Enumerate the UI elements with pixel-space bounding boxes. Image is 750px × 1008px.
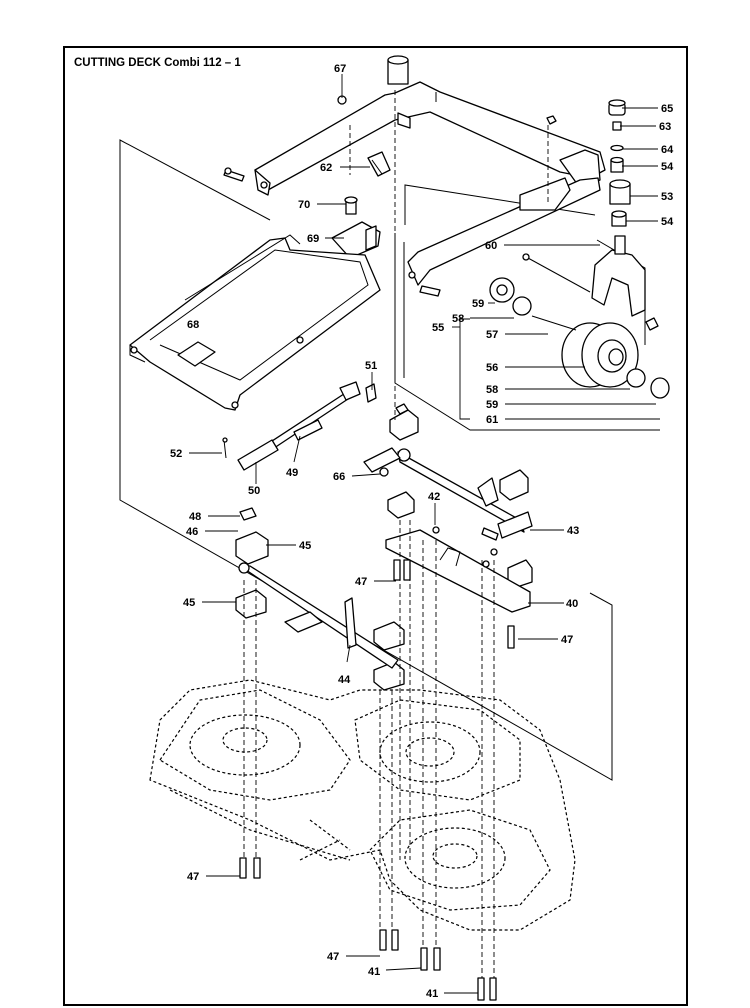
bolt-top-left <box>223 167 245 182</box>
callout-40: 40 <box>566 598 578 610</box>
callout-43: 43 <box>567 525 579 537</box>
callout-52: 52 <box>170 448 182 460</box>
lift-arm-frame <box>254 55 606 196</box>
wheel-56 <box>561 322 639 388</box>
deck-hanger-frame-68 <box>129 234 381 411</box>
cross-bar-upper <box>363 447 533 541</box>
callout-59-lower: 59 <box>486 399 498 411</box>
callout-62: 62 <box>320 162 332 174</box>
bolt-70 <box>344 196 358 215</box>
diagram-title: CUTTING DECK Combi 112 – 1 <box>74 57 241 69</box>
callout-58-upper: 58 <box>452 313 464 325</box>
callout-labels: 67 65 63 64 54 53 54 62 70 69 60 59 58 5… <box>170 63 674 1000</box>
bolts-47-41 <box>239 559 515 1001</box>
callout-45-upper: 45 <box>299 540 311 552</box>
bracket-69 <box>331 221 381 259</box>
callout-47-middle: 47 <box>355 576 367 588</box>
callout-47-right: 47 <box>561 634 573 646</box>
callout-70: 70 <box>298 199 310 211</box>
callout-47-left: 47 <box>187 871 199 883</box>
callout-41-lower: 41 <box>426 988 438 1000</box>
callout-54-upper: 54 <box>661 161 674 173</box>
callout-58-lower: 58 <box>486 384 498 396</box>
drawing-frame <box>63 46 688 1006</box>
callout-60: 60 <box>485 240 497 252</box>
callout-56: 56 <box>486 362 498 374</box>
wheel-spacers <box>489 277 670 399</box>
callout-leaders <box>189 74 660 994</box>
callout-49: 49 <box>286 467 298 479</box>
callout-61: 61 <box>486 414 498 426</box>
callout-54-lower: 54 <box>661 216 674 228</box>
callout-66: 66 <box>333 471 345 483</box>
callout-50: 50 <box>248 485 260 497</box>
callout-53: 53 <box>661 191 673 203</box>
cutting-deck-outline <box>149 679 576 931</box>
nut-top-right <box>546 115 557 125</box>
callout-68: 68 <box>187 319 199 331</box>
clamp-blocks-left <box>235 507 405 691</box>
cross-bar-44 <box>238 562 399 669</box>
callout-59-upper: 59 <box>472 298 484 310</box>
clamp-block-upper <box>387 403 533 589</box>
clip-62 <box>367 151 391 177</box>
callout-51: 51 <box>365 360 377 372</box>
callout-44: 44 <box>338 674 351 686</box>
callout-65: 65 <box>661 103 673 115</box>
callout-46: 46 <box>186 526 198 538</box>
callout-64: 64 <box>661 144 674 156</box>
callout-67: 67 <box>334 63 346 75</box>
callout-55: 55 <box>432 322 444 334</box>
lift-arm-right <box>407 177 601 297</box>
callout-45-lower: 45 <box>183 597 195 609</box>
adjuster-rod-assembly <box>222 381 377 471</box>
callout-57: 57 <box>486 329 498 341</box>
wheel-fork-60 <box>522 235 646 317</box>
callout-41-upper: 41 <box>368 966 380 978</box>
callout-42: 42 <box>428 491 440 503</box>
callout-47-bottom: 47 <box>327 951 339 963</box>
callout-69: 69 <box>307 233 319 245</box>
callout-48: 48 <box>189 511 201 523</box>
callout-63: 63 <box>659 121 671 133</box>
hanger-plate-40 <box>385 526 531 613</box>
wheel-column-parts <box>608 99 631 227</box>
